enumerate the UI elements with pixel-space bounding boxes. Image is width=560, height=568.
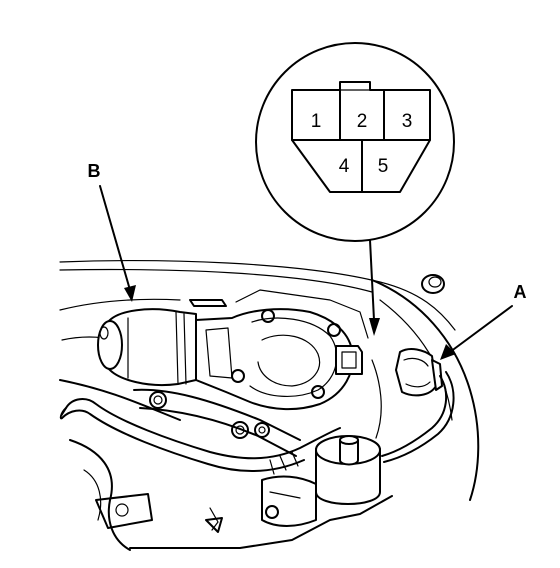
callout-a-label: A bbox=[514, 282, 527, 302]
callout-b-label: B bbox=[88, 161, 101, 181]
callout-a: A bbox=[440, 282, 527, 360]
pin-1-label: 1 bbox=[311, 111, 322, 132]
connector-magnifier: 1 2 3 4 5 bbox=[255, 42, 455, 336]
pin-5-label: 5 bbox=[378, 156, 389, 177]
body-panel bbox=[59, 260, 480, 551]
pin-2-label: 2 bbox=[357, 111, 368, 132]
callout-b: B bbox=[88, 161, 136, 302]
pin-3-label: 3 bbox=[402, 111, 413, 132]
pin-4-label: 4 bbox=[339, 156, 350, 177]
wiper-motor bbox=[97, 308, 363, 411]
pivot-post bbox=[261, 435, 381, 527]
harness-connector bbox=[381, 348, 455, 463]
wire-harness bbox=[59, 398, 341, 475]
wiper-linkage bbox=[133, 388, 301, 457]
